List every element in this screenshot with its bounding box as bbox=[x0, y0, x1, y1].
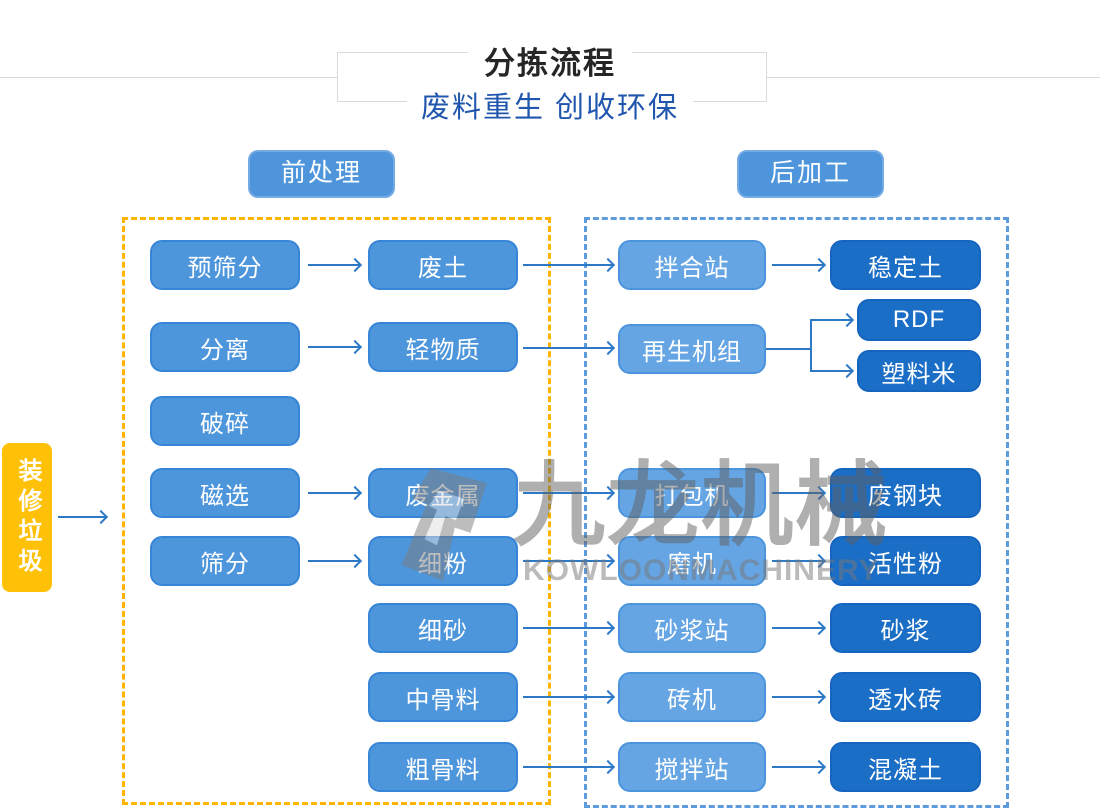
node-brick-machine: 砖机 bbox=[618, 672, 766, 722]
arrow-lightmaterial-regenunit bbox=[523, 347, 613, 349]
node-light-material: 轻物质 bbox=[368, 322, 518, 372]
node-mortar-station: 砂浆站 bbox=[618, 603, 766, 653]
node-crush: 破碎 bbox=[150, 396, 300, 446]
arrow-regenunit-rdf bbox=[810, 319, 852, 321]
node-coarse-aggregate: 粗骨料 bbox=[368, 742, 518, 792]
arrow-baler-steelblock bbox=[772, 492, 824, 494]
node-mill: 磨机 bbox=[618, 536, 766, 586]
page-title: 分拣流程 bbox=[0, 38, 1100, 83]
branch-vertical-line bbox=[810, 319, 812, 372]
node-plastic-pellet: 塑料米 bbox=[857, 350, 981, 392]
stage-pre-processing: 前处理 bbox=[248, 150, 395, 198]
post-processing-region bbox=[584, 217, 1009, 808]
node-regen-unit: 再生机组 bbox=[618, 324, 766, 374]
node-stable-soil: 稳定土 bbox=[830, 240, 981, 290]
arrow-mixingstation-stablesoil bbox=[772, 264, 824, 266]
arrow-mortarstation-mortar bbox=[772, 627, 824, 629]
node-separate: 分离 bbox=[150, 322, 300, 372]
arrow-wastesoil-mixingstation bbox=[523, 264, 613, 266]
node-permeable-brick: 透水砖 bbox=[830, 672, 981, 722]
node-mid-aggregate: 中骨料 bbox=[368, 672, 518, 722]
node-pre-screen: 预筛分 bbox=[150, 240, 300, 290]
node-steel-block: 废钢块 bbox=[830, 468, 981, 518]
arrow-mixingplant-concrete bbox=[772, 766, 824, 768]
arrow-source-to-region bbox=[58, 516, 106, 518]
node-mixing-plant: 搅拌站 bbox=[618, 742, 766, 792]
arrow-regenunit-plasticpellet bbox=[810, 370, 852, 372]
arrow-finesand-mortarstation bbox=[523, 627, 613, 629]
source-renovation-waste: 装修垃圾 bbox=[2, 443, 52, 592]
node-rdf: RDF bbox=[857, 299, 981, 341]
node-waste-metal: 废金属 bbox=[368, 468, 518, 518]
arrow-finepowder-mill bbox=[523, 560, 613, 562]
node-magnetic: 磁选 bbox=[150, 468, 300, 518]
node-mortar: 砂浆 bbox=[830, 603, 981, 653]
branch-stem-line bbox=[766, 348, 811, 350]
node-fine-powder: 细粉 bbox=[368, 536, 518, 586]
pre-processing-region bbox=[122, 217, 551, 805]
node-concrete: 混凝土 bbox=[830, 742, 981, 792]
node-screen: 筛分 bbox=[150, 536, 300, 586]
arrow-separate-lightmaterial bbox=[308, 346, 360, 348]
arrow-brickmachine-permeablebrick bbox=[772, 696, 824, 698]
arrow-magnetic-wastemetal bbox=[308, 492, 360, 494]
arrow-wastemetal-baler bbox=[523, 492, 613, 494]
arrow-prescreen-wastesoil bbox=[308, 264, 360, 266]
stage-post-processing: 后加工 bbox=[737, 150, 884, 198]
arrow-coarseaggregate-mixingplant bbox=[523, 766, 613, 768]
node-fine-sand: 细砂 bbox=[368, 603, 518, 653]
node-mixing-station: 拌合站 bbox=[618, 240, 766, 290]
page-subtitle: 废料重生 创收环保 bbox=[0, 84, 1100, 126]
node-active-powder: 活性粉 bbox=[830, 536, 981, 586]
arrow-screen-finepowder bbox=[308, 560, 360, 562]
node-baler: 打包机 bbox=[618, 468, 766, 518]
node-waste-soil: 废土 bbox=[368, 240, 518, 290]
arrow-midaggregate-brickmachine bbox=[523, 696, 613, 698]
arrow-mill-activepowder bbox=[772, 560, 824, 562]
